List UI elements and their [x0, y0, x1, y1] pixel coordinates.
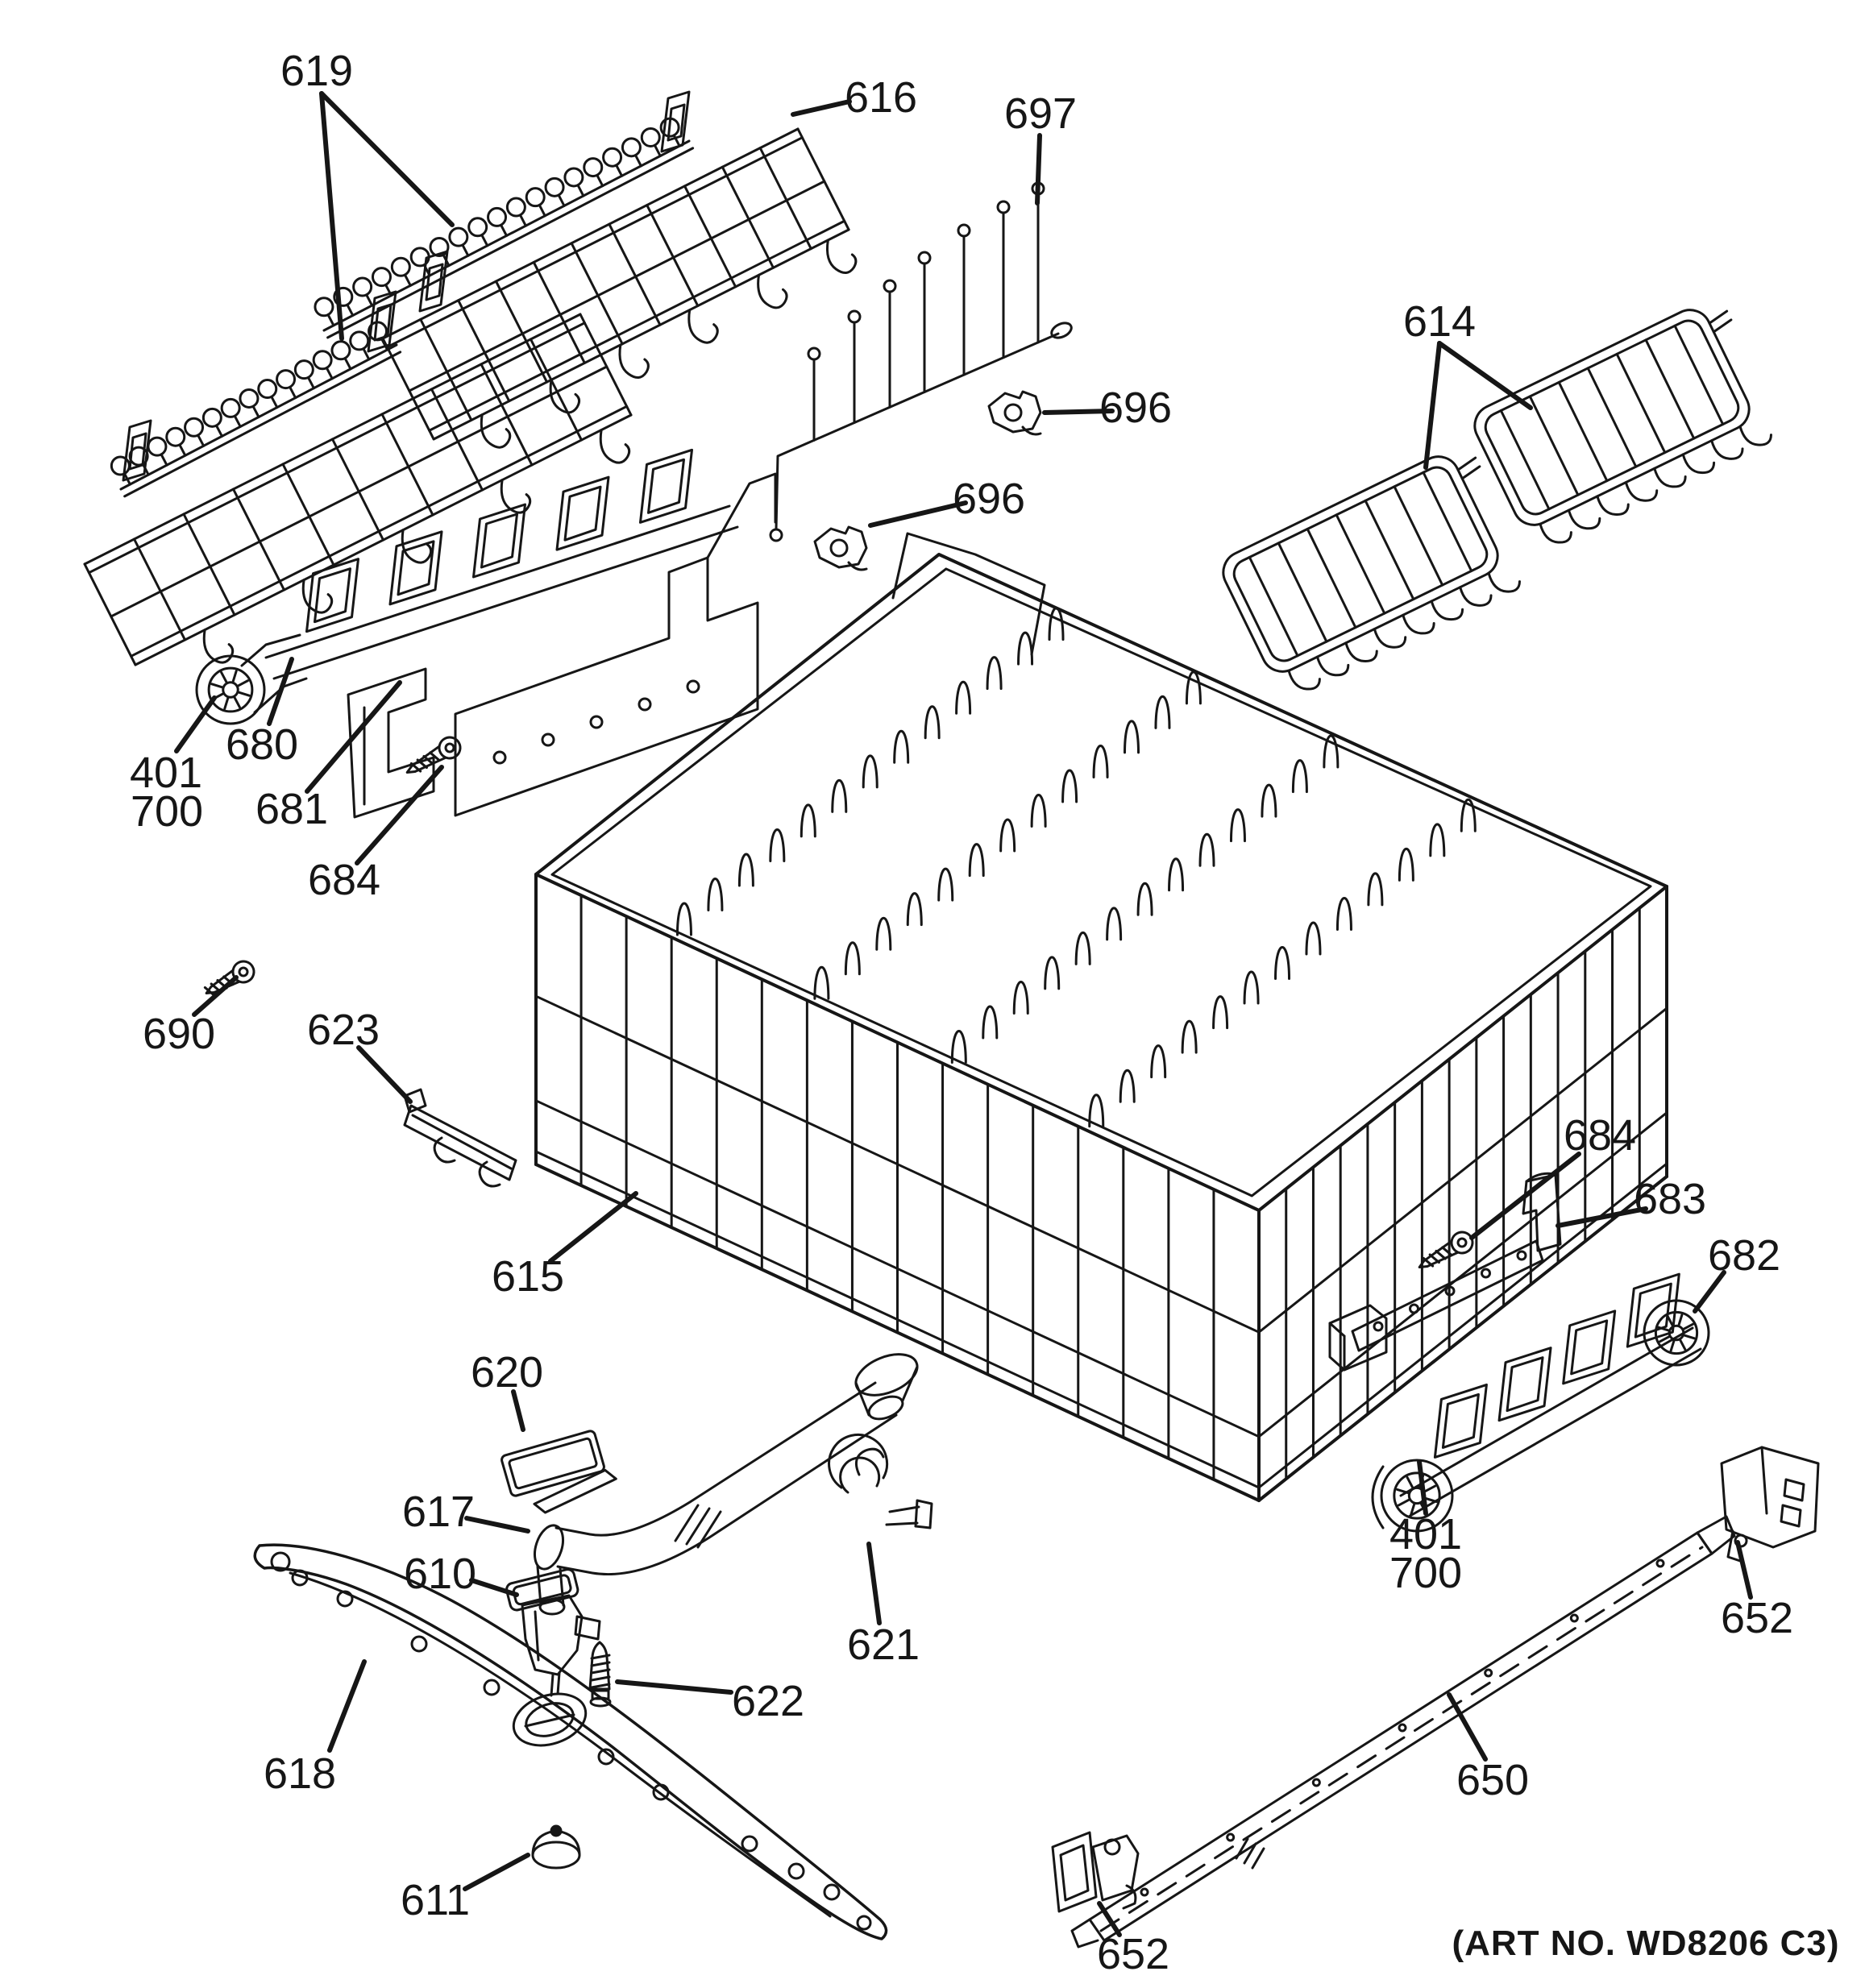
callout-696: 696: [1099, 384, 1172, 432]
diagram-line-art: [83, 90, 1820, 1949]
callout-683: 683: [1634, 1175, 1706, 1223]
callout-401: 401: [130, 749, 202, 797]
leader-line-620: [511, 1389, 525, 1432]
callout-700: 700: [131, 787, 203, 836]
leader-line-690: [192, 975, 239, 1017]
callout-620: 620: [471, 1348, 543, 1397]
callout-618: 618: [264, 1749, 336, 1798]
leader-line-616: [791, 99, 852, 117]
leader-line-696: [868, 500, 968, 528]
callout-650: 650: [1456, 1756, 1529, 1804]
callout-681: 681: [255, 785, 328, 833]
callout-619: 619: [280, 47, 353, 95]
leader-line-684: [1469, 1152, 1581, 1240]
callout-680: 680: [226, 720, 298, 769]
callout-616: 616: [845, 73, 917, 122]
leader-line-650: [1447, 1692, 1488, 1762]
callout-697: 697: [1004, 89, 1077, 138]
callout-621: 621: [847, 1621, 920, 1669]
callout-682: 682: [1708, 1231, 1780, 1280]
leader-line-684: [355, 765, 444, 865]
callout-611: 611: [401, 1876, 470, 1924]
leader-line-401: [174, 695, 217, 753]
callout-652: 652: [1097, 1930, 1169, 1978]
callout-617: 617: [402, 1488, 475, 1536]
leader-line-401: [1417, 1459, 1428, 1516]
callout-690: 690: [143, 1010, 215, 1058]
art-number-note: (ART NO. WD8206 C3): [1452, 1924, 1839, 1963]
leader-line-621: [866, 1542, 882, 1625]
leader-line-683: [1556, 1206, 1648, 1228]
leader-line-622: [615, 1679, 733, 1695]
leader-line-652: [1097, 1901, 1122, 1937]
leader-line-611: [463, 1853, 530, 1891]
callout-leader-lines: [174, 91, 1753, 1937]
callout-623: 623: [307, 1006, 380, 1054]
callout-615: 615: [492, 1252, 564, 1301]
callout-700: 700: [1389, 1549, 1462, 1597]
leader-line-696: [1042, 409, 1115, 415]
leader-line-697: [1035, 133, 1042, 205]
leader-line-614: [1437, 341, 1533, 410]
callout-684: 684: [308, 856, 380, 904]
callout-696: 696: [953, 475, 1025, 523]
leader-line-623: [356, 1045, 413, 1104]
callout-610: 610: [404, 1550, 476, 1598]
leader-line-619: [319, 91, 344, 341]
leader-line-617: [464, 1516, 530, 1534]
callout-401: 401: [1389, 1510, 1462, 1558]
leader-line-615: [548, 1191, 638, 1264]
leader-line-652: [1735, 1540, 1753, 1600]
callout-614: 614: [1403, 297, 1476, 346]
callout-684: 684: [1564, 1111, 1636, 1160]
callout-622: 622: [732, 1677, 804, 1725]
leader-line-619: [319, 91, 455, 227]
leader-line-681: [305, 680, 402, 794]
leader-line-614: [1423, 341, 1442, 470]
leader-line-610: [469, 1578, 519, 1597]
leader-line-618: [327, 1659, 367, 1753]
callout-652: 652: [1721, 1594, 1793, 1642]
leader-line-682: [1693, 1270, 1726, 1314]
leader-line-680: [267, 657, 294, 726]
